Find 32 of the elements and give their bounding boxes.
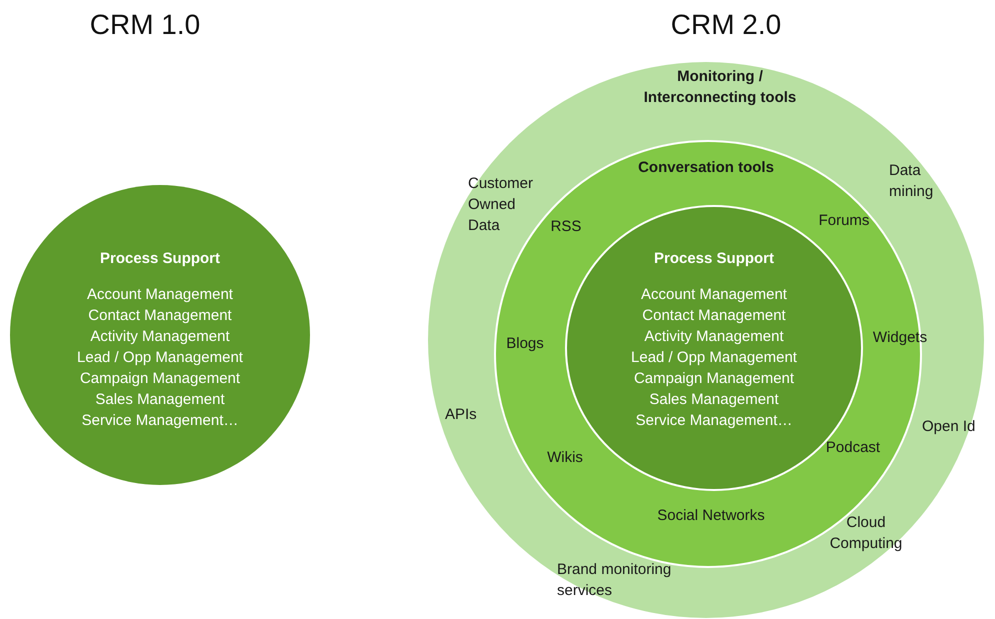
tool-label: Cloud Computing bbox=[828, 513, 904, 554]
circle-heading: Process Support bbox=[654, 249, 774, 269]
circle-heading: Process Support bbox=[100, 249, 220, 269]
tool-label: Podcast bbox=[826, 438, 880, 458]
list-item: Sales Management bbox=[649, 390, 779, 410]
list-item: Activity Management bbox=[90, 327, 230, 347]
tool-label: Customer Owned Data bbox=[468, 174, 534, 236]
tool-label: Forums bbox=[818, 211, 870, 231]
list-item: Lead / Opp Management bbox=[77, 348, 243, 368]
tool-label: Brand monitoring services bbox=[557, 560, 672, 601]
ring-heading: Monitoring / Interconnecting tools bbox=[642, 67, 798, 108]
tool-label: RSS bbox=[550, 217, 582, 237]
tool-label: Social Networks bbox=[657, 506, 765, 526]
tool-label: Data mining bbox=[889, 161, 934, 202]
list-item: Activity Management bbox=[644, 327, 784, 347]
tool-label: Wikis bbox=[547, 448, 583, 468]
diagram-heading: CRM 1.0 bbox=[90, 8, 200, 42]
list-item: Contact Management bbox=[642, 306, 786, 326]
list-item: Lead / Opp Management bbox=[631, 348, 797, 368]
tool-label: Open Id bbox=[922, 417, 976, 437]
list-item: Account Management bbox=[87, 285, 233, 305]
list-item: Account Management bbox=[641, 285, 787, 305]
list-item: Service Management… bbox=[636, 411, 792, 431]
ring-heading: Conversation tools bbox=[638, 158, 774, 178]
list-item: Campaign Management bbox=[634, 369, 794, 389]
tool-label: APIs bbox=[445, 405, 477, 425]
list-item: Contact Management bbox=[88, 306, 232, 326]
list-item: Service Management… bbox=[82, 411, 238, 431]
diagram-heading: CRM 2.0 bbox=[670, 8, 782, 42]
tool-label: Blogs bbox=[506, 334, 544, 354]
list-item: Sales Management bbox=[95, 390, 225, 410]
list-item: Campaign Management bbox=[80, 369, 240, 389]
